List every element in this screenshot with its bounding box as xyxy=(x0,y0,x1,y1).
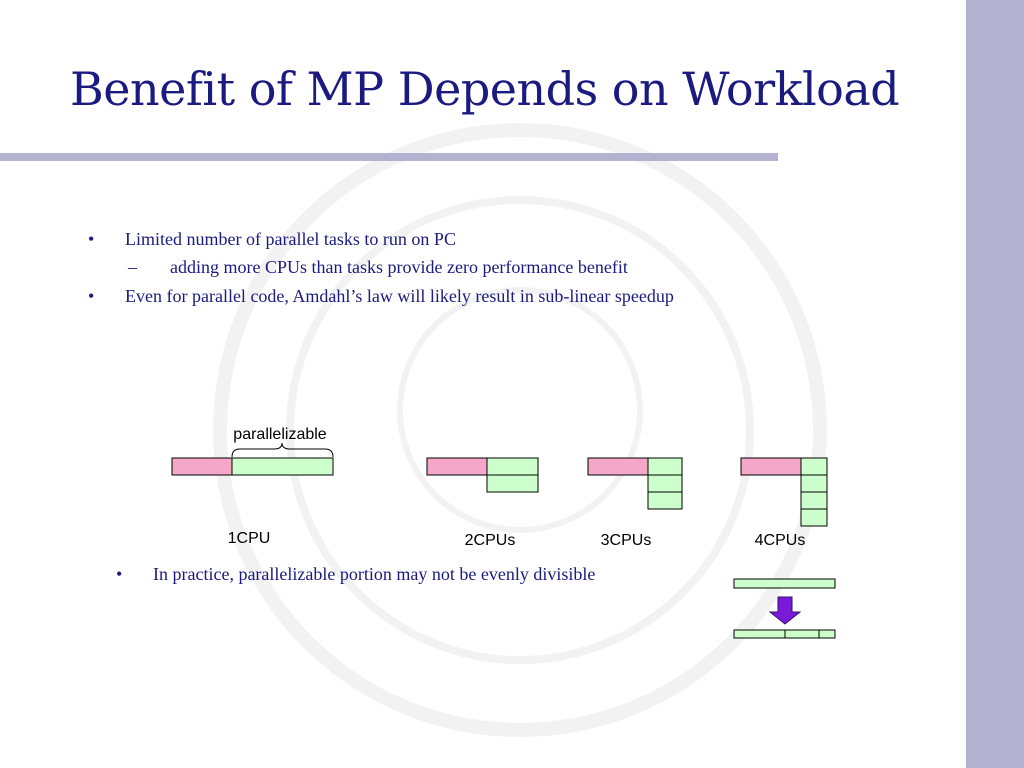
cpu-config-3 xyxy=(587,457,683,510)
parallel-portion xyxy=(486,457,539,476)
split-segment xyxy=(818,629,836,639)
parallel-portion xyxy=(647,474,683,493)
cpu-config-4 xyxy=(740,457,828,527)
slide-title: Benefit of MP Depends on Workload xyxy=(70,62,900,116)
label-4cpus-group: 4CPUs xyxy=(755,532,806,549)
serial-portion xyxy=(426,457,488,476)
cpu-configs xyxy=(171,457,828,527)
config-label-1cpu: 1CPU xyxy=(228,530,271,547)
cpu-config-1 xyxy=(171,457,334,476)
note-bullet-text: In practice, parallelizable portion may … xyxy=(153,564,596,584)
note-bullet-marker: • xyxy=(116,564,123,584)
bullet-text: Limited number of parallel tasks to run … xyxy=(125,229,456,249)
label-1cpu-group: 1CPU xyxy=(228,530,271,547)
parallel-portion xyxy=(486,474,539,493)
label-3cpus-group: 3CPUs xyxy=(601,532,652,549)
bullet-text: Even for parallel code, Amdahl’s law wil… xyxy=(125,286,674,306)
parallel-portion xyxy=(800,457,828,476)
label-2cpus-group: 2CPUs xyxy=(465,532,516,549)
parallel-portion xyxy=(800,491,828,510)
config-label-4cpus: 4CPUs xyxy=(755,532,806,549)
serial-portion xyxy=(171,457,233,476)
undivided-task-bar xyxy=(733,578,836,589)
bullet-marker: • xyxy=(88,229,95,249)
parallel-portion xyxy=(647,457,683,476)
split-segment xyxy=(784,629,820,639)
down-arrow-icon xyxy=(768,596,802,625)
bullet-marker: • xyxy=(88,286,95,306)
sub-bullet-text: adding more CPUs than tasks provide zero… xyxy=(170,257,628,277)
serial-portion xyxy=(587,457,649,476)
parallel-portion xyxy=(800,474,828,493)
serial-portion xyxy=(740,457,802,476)
right-decorative-band xyxy=(966,0,1024,768)
split-segment xyxy=(733,629,786,639)
brace-label: parallelizable xyxy=(233,426,326,443)
config-label-3cpus: 3CPUs xyxy=(601,532,652,549)
cpu-config-2 xyxy=(426,457,539,493)
note-bullet: • In practice, parallelizable portion ma… xyxy=(116,562,636,586)
config-label-2cpus: 2CPUs xyxy=(465,532,516,549)
sub-bullet-marker: – xyxy=(128,257,137,277)
brace-group: parallelizable xyxy=(231,426,334,458)
parallel-portion xyxy=(800,508,828,527)
title-underline xyxy=(0,153,778,161)
uneven-split-illustration xyxy=(733,578,836,639)
curly-brace xyxy=(231,442,334,458)
parallel-portion xyxy=(231,457,334,476)
parallel-portion xyxy=(647,491,683,510)
